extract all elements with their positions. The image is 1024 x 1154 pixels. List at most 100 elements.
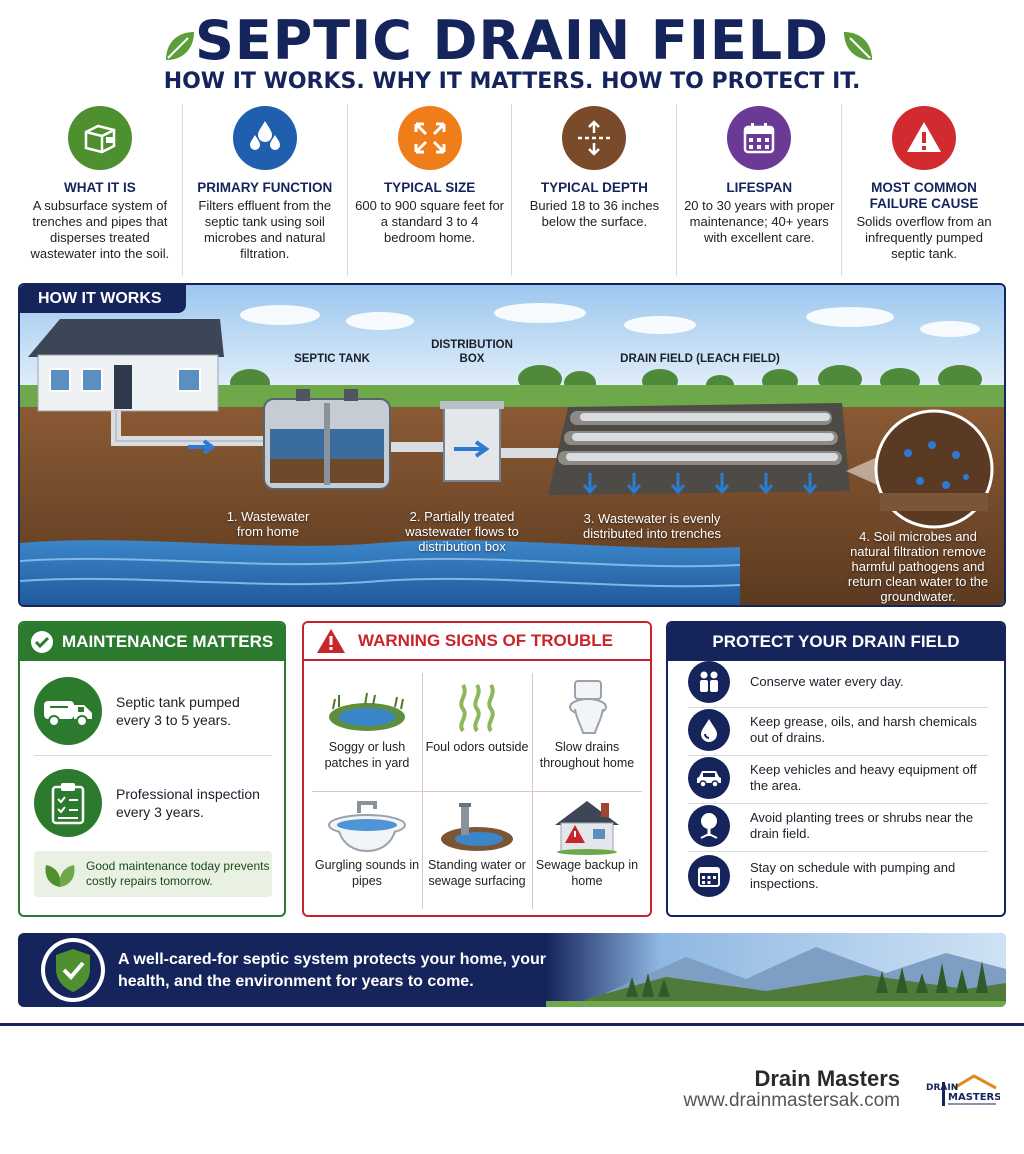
fact-failure-cause: MOST COMMON FAILURE CAUSE Solids overflo… [842, 104, 1006, 276]
odor-waves-icon [459, 683, 495, 733]
warning-text: Standing water or sewage surfacing [428, 858, 526, 888]
soil-zoom-detail [846, 409, 994, 529]
page-title: SEPTIC DRAIN FIELD [194, 9, 830, 72]
protect-text: Avoid planting trees or shrubs near the … [750, 810, 974, 841]
divider [688, 851, 988, 852]
fact-typical-depth: TYPICAL DEPTH Buried 18 to 36 inches bel… [512, 104, 678, 276]
leaf-icon [166, 32, 194, 60]
protect-item: Keep grease, oils, and harsh chemicals o… [688, 707, 988, 753]
step-4: 4. Soil microbes and natural filtration … [847, 529, 989, 604]
warning-sign: Sewage backup in home [532, 791, 642, 909]
fact-label: LIFESPAN [726, 180, 793, 195]
divider [688, 755, 988, 756]
maintenance-item: Professional inspection every 3 years. [34, 769, 272, 837]
leaves-icon [45, 865, 75, 887]
step-1: 1. Wastewater from home [226, 509, 310, 539]
banner-text: A well-cared-for septic system protects … [118, 951, 546, 990]
divider [688, 803, 988, 804]
standing-water-icon [441, 803, 513, 851]
facts-row: WHAT IT IS A subsurface system of trench… [18, 104, 1006, 276]
warning-sign: Foul odors outside [422, 673, 532, 791]
protect-item: Avoid planting trees or shrubs near the … [688, 803, 988, 849]
clipboard-checklist-icon [51, 783, 85, 825]
protect-icon-bg [688, 709, 730, 751]
clouds [240, 303, 980, 337]
fact-label: TYPICAL DEPTH [540, 180, 648, 195]
tank-box-icon [84, 124, 116, 154]
septic-system-illustration [20, 285, 1004, 605]
warning-text: Gurgling sounds in pipes [314, 858, 420, 888]
protect-text: Keep grease, oils, and harsh chemicals o… [750, 714, 977, 745]
maintenance-text: Professional inspection every 3 years. [116, 786, 260, 820]
warning-signs-grid: Soggy or lush patches in yard Foul odors… [312, 673, 642, 909]
fact-icon-bg [892, 106, 957, 170]
fact-icon-bg [232, 106, 297, 170]
page-subtitle: HOW IT WORKS. WHY IT MATTERS. HOW TO PRO… [163, 69, 861, 94]
protect-item: Stay on schedule with pumping and inspec… [688, 853, 988, 899]
flow-arrow-1 [188, 439, 216, 455]
maintenance-header: MAINTENANCE MATTERS [20, 623, 284, 661]
protect-text: Conserve water every day. [750, 674, 904, 689]
warning-icon [907, 122, 942, 152]
step-3: 3. Wastewater is evenly distributed into… [582, 511, 722, 541]
distribution-box-shape [440, 401, 504, 482]
warning-text: Slow drains throughout home [539, 740, 635, 770]
protect-text: Stay on schedule with pumping and inspec… [750, 860, 956, 891]
mountain-landscape [546, 933, 1006, 1007]
fact-primary-function: PRIMARY FUNCTION Filters effluent from t… [183, 104, 348, 276]
calendar-icon [743, 123, 775, 154]
fact-label: TYPICAL SIZE [383, 180, 476, 195]
divider [688, 707, 988, 708]
warning-title: WARNING SIGNS OF TROUBLE [358, 631, 613, 650]
maintenance-title: MAINTENANCE MATTERS [62, 632, 274, 651]
how-it-works-section: HOW IT WORKS [18, 283, 1006, 607]
brand-name: Drain Masters [754, 1066, 900, 1091]
car-icon [697, 771, 721, 788]
warning-sign: Soggy or lush patches in yard [312, 673, 422, 791]
label-drain-field: DRAIN FIELD (LEACH FIELD) [620, 353, 780, 365]
maintenance-note: Good maintenance today prevents costly r… [34, 851, 272, 897]
maintenance-icon-bg [34, 769, 102, 837]
fact-lifespan: LIFESPAN 20 to 30 years with proper main… [677, 104, 843, 276]
fact-text: 20 to 30 years with proper maintenance; … [684, 198, 835, 245]
warning-icon [317, 629, 345, 653]
people-icon [700, 671, 718, 692]
fact-text: Buried 18 to 36 inches below the surface… [529, 198, 660, 229]
maintenance-text: Septic tank pumped every 3 to 5 years. [116, 694, 240, 728]
fact-typical-size: TYPICAL SIZE 600 to 900 square feet for … [348, 104, 513, 276]
label-distribution-box: DISTRIBUTION BOX [431, 339, 513, 365]
protect-title: PROTECT YOUR DRAIN FIELD [712, 632, 960, 651]
shield-check-icon [41, 938, 105, 1002]
logo-text-bottom: MASTERS [948, 1092, 1000, 1103]
drain-field-trenches [548, 403, 850, 495]
warning-text: Soggy or lush patches in yard [324, 740, 410, 770]
protect-icon-bg [688, 805, 730, 847]
protect-panel: PROTECT YOUR DRAIN FIELD Conserve water … [666, 621, 1006, 917]
depth-arrows-icon [578, 120, 611, 156]
warning-sign: Gurgling sounds in pipes [312, 791, 422, 909]
header: SEPTIC DRAIN FIELD HOW IT WORKS. WHY IT … [0, 0, 1024, 100]
sink-icon [328, 801, 406, 853]
fact-what-it-is: WHAT IT IS A subsurface system of trench… [18, 104, 183, 276]
protect-header: PROTECT YOUR DRAIN FIELD [668, 623, 1004, 661]
maintenance-note-text: Good maintenance today prevents costly r… [86, 859, 270, 888]
warning-panel: WARNING SIGNS OF TROUBLE Soggy or lush p… [302, 621, 652, 917]
check-circle-icon [31, 631, 53, 653]
maintenance-icon-bg [34, 677, 102, 745]
grid-line [312, 791, 642, 792]
leaf-icon [844, 32, 872, 60]
house-alert-icon [555, 801, 619, 855]
warning-text: Sewage backup in home [535, 858, 639, 888]
maintenance-panel: MAINTENANCE MATTERS Septic tank pumped e… [18, 621, 286, 917]
tree-icon [700, 813, 718, 839]
fact-text: 600 to 900 square feet for a standard 3 … [355, 198, 505, 245]
septic-tank [263, 389, 391, 490]
pump-truck-icon [44, 701, 92, 727]
fact-label: PRIMARY FUNCTION [197, 180, 333, 195]
warning-text: Foul odors outside [425, 740, 529, 754]
fact-icon-bg [67, 106, 132, 170]
brand-url[interactable]: www.drainmastersak.com [683, 1090, 900, 1111]
fact-icon-bg [397, 106, 462, 170]
flow-arrow-2 [454, 440, 490, 458]
water-drops-icon [249, 121, 280, 150]
